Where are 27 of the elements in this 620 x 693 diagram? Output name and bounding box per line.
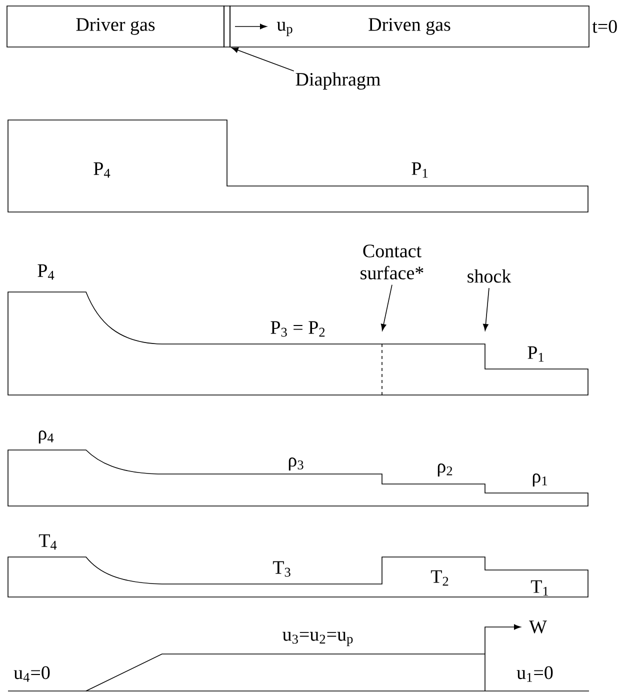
leader-arrow — [232, 48, 294, 72]
variable-label: ρ$_{1}$ — [532, 474, 547, 486]
variable-label: P$_{1}$ — [528, 346, 544, 362]
variable-label: ρ$_{3}$ — [288, 458, 304, 470]
leader-arrow — [380, 284, 392, 331]
gas-chamber-box: Driver gas — [6, 6, 224, 48]
variable-label: T$_{2}$ — [430, 570, 448, 586]
time-label: t=0 — [592, 20, 617, 33]
contact-surface-label: Contact surface* — [360, 244, 424, 280]
leader-arrow — [483, 288, 490, 331]
variable-label: T$_{4}$ — [38, 534, 57, 550]
variable-label: P$_{4}$ — [94, 162, 110, 178]
variable-label: P$_{3}$ = P$_{2}$ — [270, 321, 325, 337]
variable-label: P$_{1}$ — [412, 162, 428, 178]
variable-label: T$_{1}$ — [530, 580, 548, 596]
variable-label: T$_{3}$ — [272, 561, 290, 577]
diaphragm-label: Diaphragm — [296, 72, 380, 90]
shock-label: shock — [468, 269, 512, 283]
velocity-label: u$_{p}$ — [276, 22, 292, 36]
velocity-label: W — [529, 620, 547, 634]
velocity-label: u$_{3}$=u$_{2}$=u$_{p}$ — [282, 632, 353, 646]
variable-label: ρ$_{4}$ — [38, 430, 54, 444]
variable-label: P$_{4}$ — [38, 264, 54, 280]
diaphragm-bar — [224, 6, 230, 48]
variable-label: ρ$_{2}$ — [438, 464, 452, 476]
velocity-label: u$_{4}$=0 — [14, 666, 50, 682]
velocity-label: u$_{1}$=0 — [516, 666, 553, 682]
